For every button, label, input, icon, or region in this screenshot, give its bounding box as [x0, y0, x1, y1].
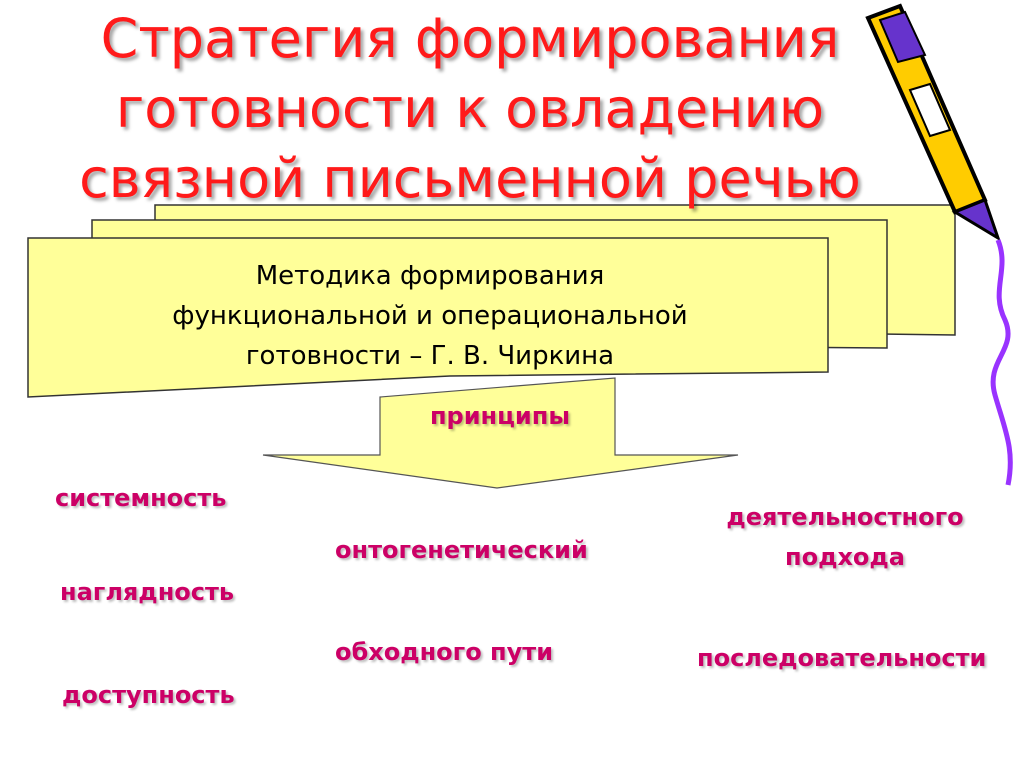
principle-naglyadnost: наглядность [60, 578, 235, 606]
activity-line-1: деятельностного [726, 503, 964, 531]
methodology-line-1: Методика формирования [255, 261, 605, 291]
principle-sequence: последовательности [697, 644, 987, 672]
principle-ontogenetic: онтогенетический [335, 536, 588, 564]
methodology-line-3: готовности – Г. В. Чиркина [245, 341, 615, 371]
down-arrow-shape [262, 377, 739, 489]
slide-title: Стратегия формирования готовности к овла… [60, 4, 880, 214]
principle-bypass: обходного пути [335, 638, 554, 666]
title-line-2: готовности к овладению [115, 77, 825, 140]
methodology-text: Методика формирования функциональной и о… [40, 256, 820, 376]
principles-label: принципы [429, 402, 571, 430]
title-line-3: связной письменной речью [79, 147, 861, 210]
principle-activity-approach: деятельностного подхода [690, 497, 1000, 577]
activity-line-2: подхода [785, 543, 905, 571]
principle-dostupnost: доступность [62, 681, 235, 709]
title-line-1: Стратегия формирования [100, 7, 840, 70]
ink-squiggle [990, 239, 1013, 486]
front-card [27, 237, 829, 398]
principle-systemnost: системность [55, 484, 227, 512]
methodology-line-2: функциональной и операциональной [172, 301, 688, 331]
pencil-icon [865, 3, 1001, 242]
